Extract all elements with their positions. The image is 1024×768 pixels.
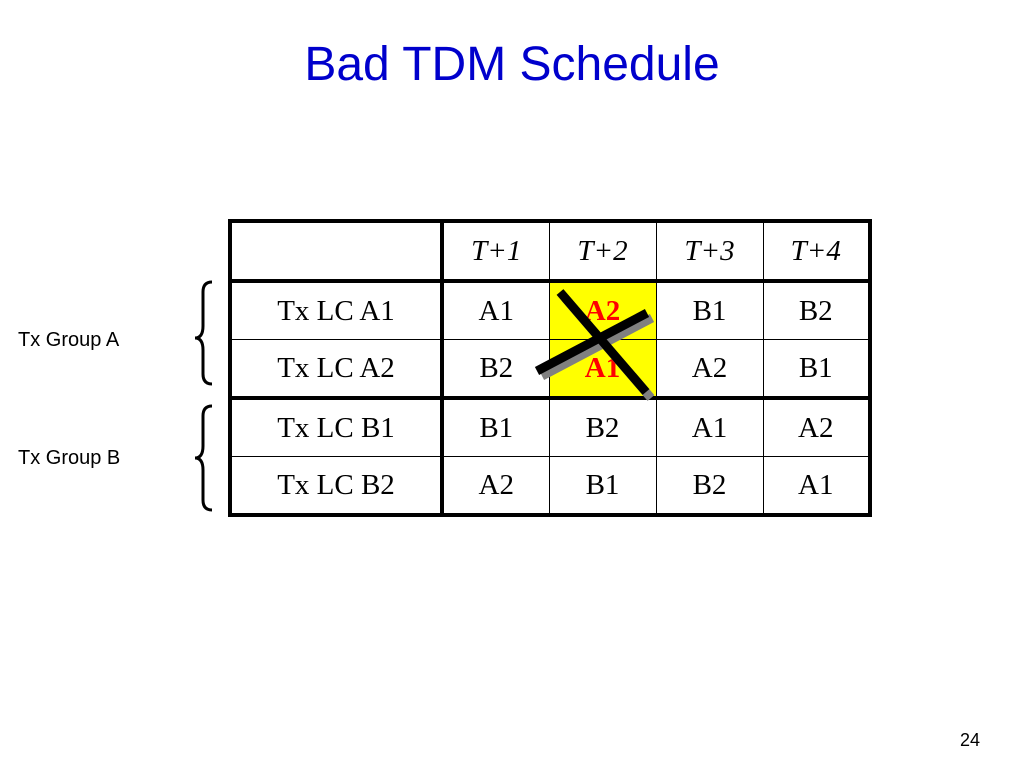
table-cell: A1 (441, 280, 550, 340)
row-label: Tx LC A2 (229, 339, 444, 400)
slide-title: Bad TDM Schedule (304, 38, 720, 91)
table-cell: A1 (762, 456, 871, 516)
table-cell: B1 (762, 339, 871, 400)
table-row: Tx LC B1 B1 B2 A1 A2 (229, 397, 871, 457)
table-cell: B2 (441, 339, 550, 400)
table-row: Tx LC A2 B2 A1 A2 B1 (229, 339, 871, 400)
table-cell: A2 (655, 339, 764, 400)
table-cell: B2 (548, 397, 657, 457)
table-row: Tx LC B2 A2 B1 B2 A1 (229, 456, 871, 516)
table-cell: A1 (655, 397, 764, 457)
header-row: T+1 T+2 T+3 T+4 (229, 220, 871, 283)
tdm-schedule-table: T+1 T+2 T+3 T+4 Tx LC A1 A1 A2 B1 B2 Tx … (228, 219, 872, 517)
conflict-cell: A1 (548, 339, 657, 400)
table-cell: B2 (655, 456, 764, 516)
group-b-label: Tx Group B (18, 447, 121, 469)
page-number: 24 (959, 730, 980, 750)
column-header-t2: T+2 (548, 220, 657, 283)
column-header-t4: T+4 (762, 220, 871, 283)
group-b-brace (194, 404, 213, 512)
row-label: Tx LC B2 (229, 456, 444, 516)
conflict-cell: A2 (548, 280, 657, 340)
row-label: Tx LC A1 (229, 280, 444, 340)
table-row: Tx LC A1 A1 A2 B1 B2 (229, 280, 871, 340)
table-cell: A2 (441, 456, 550, 516)
group-a-brace (194, 280, 213, 386)
table-cell: B1 (548, 456, 657, 516)
column-header-t1: T+1 (441, 220, 550, 283)
corner-cell (229, 220, 444, 283)
group-a-label: Tx Group A (18, 329, 120, 351)
column-header-t3: T+3 (655, 220, 764, 283)
table-cell: B1 (655, 280, 764, 340)
row-label: Tx LC B1 (229, 397, 444, 457)
table-cell: B2 (762, 280, 871, 340)
table-cell: B1 (441, 397, 550, 457)
table-cell: A2 (762, 397, 871, 457)
